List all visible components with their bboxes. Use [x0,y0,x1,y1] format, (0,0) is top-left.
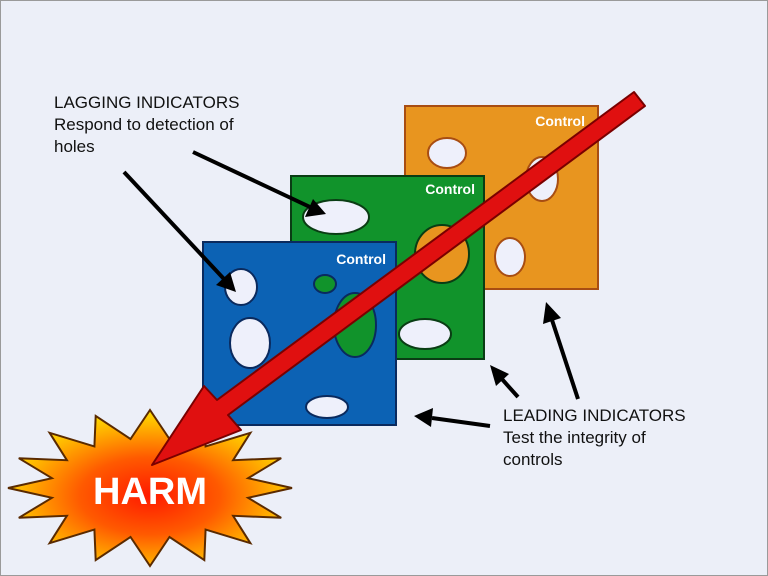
harm-burst-shape [7,408,293,568]
lagging-line-2: holes [54,137,95,156]
lagging-line-1: Respond to detection of [54,115,234,134]
arrowhead [216,272,236,292]
leading-arrow-to-orange [550,319,580,400]
hole [427,137,467,169]
leading-line-2: controls [503,450,563,469]
arrowhead [414,408,433,427]
control-label-orange: Control [535,113,585,129]
hole [494,237,526,277]
hole [305,395,349,419]
pointer-arrows [122,150,580,428]
leading-arrow-to-blue [431,416,491,428]
control-panel-blue: Control [202,241,397,426]
arrowhead [490,365,509,386]
arrowhead [543,302,561,324]
control-label-green: Control [425,181,475,197]
leading-line-1: Test the integrity of [503,428,646,447]
lagging-arrow-to-blue-hole [122,170,226,281]
lagging-heading: LAGGING INDICATORS [54,93,240,112]
leading-indicators-note: LEADING INDICATORS Test the integrity of… [503,405,743,471]
hazard-arrow [151,91,646,466]
hazard-arrow-shape [151,91,646,466]
hole [229,317,271,369]
leading-arrow-to-green [499,376,520,399]
harm-starburst: HARM [7,408,293,568]
hole [398,318,452,350]
control-label-blue: Control [336,251,386,267]
hole [313,274,337,294]
leading-heading: LEADING INDICATORS [503,406,686,425]
lagging-indicators-note: LAGGING INDICATORS Respond to detection … [54,92,284,158]
arrowhead [305,199,326,217]
lagging-arrow-to-green-hole [192,150,311,209]
harm-label: HARM [93,471,207,513]
